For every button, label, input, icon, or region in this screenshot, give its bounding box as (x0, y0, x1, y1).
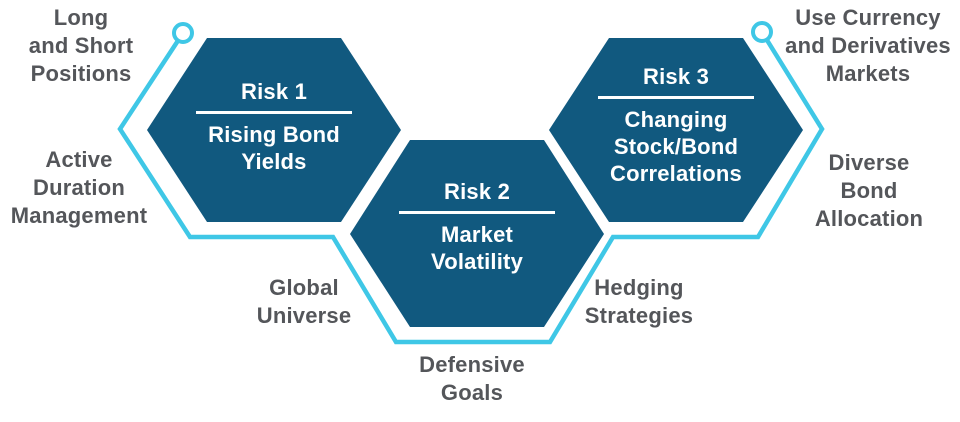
label-diverse-bond-allocation: Diverse Bond Allocation (814, 150, 924, 231)
hexagon-risk-3-line: Changing (624, 107, 728, 132)
hexagon-risk-2-divider (399, 211, 555, 214)
hexagon-risk-3-title: Risk 3 (642, 64, 710, 89)
label-defensive-goals: Defensive Goals (419, 352, 525, 405)
hexagon-risk-2-text: Risk 2 Market Volatility (399, 179, 555, 275)
hexagon-risk-2 (350, 140, 604, 327)
label-use-currency-derivatives-markets: Use Currency and Derivatives Markets (785, 5, 951, 86)
hexagon-risk-2-line: Market (440, 222, 514, 247)
left-endpoint-circle-icon (172, 22, 194, 44)
hexagon-risk-3-line: Correlations (610, 161, 742, 186)
right-endpoint-circle-icon (751, 21, 773, 43)
hexagon-risk-1-divider (196, 111, 352, 114)
hexagon-risk-2-line: Volatility (430, 249, 524, 274)
label-hedging-strategies: Hedging Strategies (584, 275, 694, 328)
label-active-duration-management: Active Duration Management (10, 147, 148, 228)
hexagon-risk-3 (549, 38, 803, 222)
hexagon-risk-3-line: Stock/Bond (613, 134, 739, 159)
hexagon-risk-3-divider (598, 96, 754, 99)
hexagon-risk-1 (147, 38, 401, 222)
connector-line (117, 30, 825, 345)
hexagon-risk-1-text: Risk 1 Rising Bond Yields (196, 79, 352, 175)
label-long-short-positions: Long and Short Positions (28, 5, 134, 86)
hexagon-risk-1-line: Yields (241, 149, 307, 174)
hexagon-risk-2-title: Risk 2 (443, 179, 511, 204)
hexagon-risk-1-title: Risk 1 (240, 79, 308, 104)
label-global-universe: Global Universe (256, 275, 352, 328)
hexagon-risk-1-line: Rising Bond (208, 122, 340, 147)
hexagon-risk-3-text: Risk 3 Changing Stock/Bond Correlations (598, 64, 754, 187)
